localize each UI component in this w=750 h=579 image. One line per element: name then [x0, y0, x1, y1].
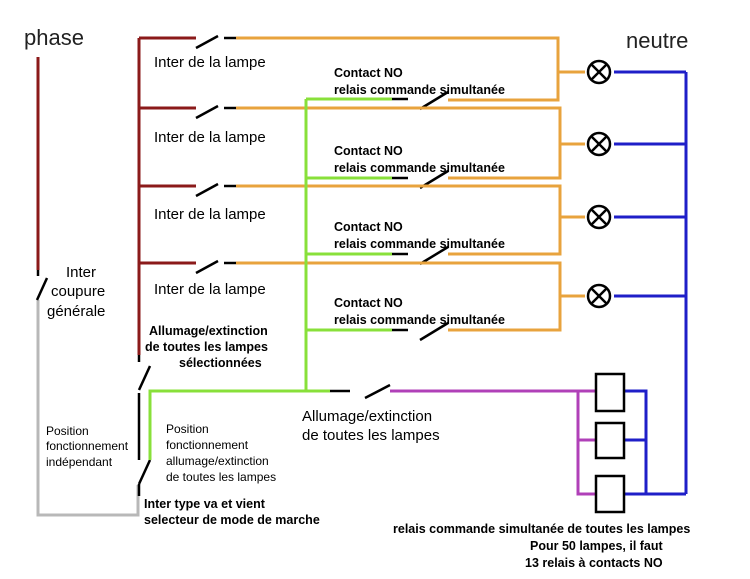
lamp-switch-label-4: Inter de la lampe [154, 281, 266, 298]
svg-text:sélectionnées: sélectionnées [179, 356, 262, 370]
svg-text:selecteur de mode de marche: selecteur de mode de marche [144, 513, 320, 527]
relay-wires [390, 389, 610, 496]
neutral-label: neutre [626, 28, 688, 53]
svg-text:fonctionnement: fonctionnement [166, 438, 249, 452]
svg-text:de toutes les lampes: de toutes les lampes [145, 340, 268, 354]
lamp-switch-label-3: Inter de la lampe [154, 206, 266, 223]
svg-text:fonctionnement: fonctionnement [46, 439, 129, 453]
svg-text:relais commande simultanée: relais commande simultanée [334, 313, 505, 327]
svg-text:relais commande simultanée: relais commande simultanée [334, 237, 505, 251]
svg-text:Pour 50 lampes, il faut: Pour 50 lampes, il faut [530, 539, 664, 553]
lamp-switch-label-1: Inter de la lampe [154, 54, 266, 71]
svg-text:Contact NO: Contact NO [334, 296, 403, 310]
svg-text:relais commande simultanée de: relais commande simultanée de toutes les… [393, 522, 690, 536]
lamp-3 [586, 204, 612, 230]
lamp-4 [586, 283, 612, 309]
svg-text:générale: générale [47, 303, 105, 320]
phase-label: phase [24, 25, 84, 50]
contact-label-3: Contact NO relais commande simultanée [334, 220, 505, 251]
pos-simultaneous-label: Position fonctionnement allumage/extinct… [166, 422, 276, 484]
svg-text:allumage/extinction: allumage/extinction [166, 454, 269, 468]
svg-text:Inter: Inter [66, 264, 96, 281]
lamp-2 [586, 131, 612, 157]
svg-text:Position: Position [46, 424, 89, 438]
pos-independent-label: Position fonctionnement indépendant [46, 424, 129, 469]
svg-text:Allumage/extinction: Allumage/extinction [149, 324, 268, 338]
svg-text:de toutes les lampes: de toutes les lampes [166, 470, 276, 484]
relay-coil-2 [594, 421, 626, 460]
lamp-switch-label-2: Inter de la lampe [154, 129, 266, 146]
selector-label: Inter type va et vient selecteur de mode… [144, 497, 320, 527]
gray-return-wire [36, 300, 140, 517]
contact-label-2: Contact NO relais commande simultanée [334, 144, 505, 175]
svg-text:Position: Position [166, 422, 209, 436]
contact-label-1: Contact NO relais commande simultanée [334, 66, 505, 97]
green-wires [148, 97, 392, 460]
phase-wires [36, 36, 196, 355]
lamp-1 [586, 59, 612, 85]
svg-text:Contact NO: Contact NO [334, 220, 403, 234]
svg-text:relais commande simultanée: relais commande simultanée [334, 161, 505, 175]
svg-text:relais commande simultanée: relais commande simultanée [334, 83, 505, 97]
svg-text:Contact NO: Contact NO [334, 66, 403, 80]
relay-coil-3 [594, 474, 626, 514]
lamp-wires [236, 36, 585, 332]
switch-symbols [35, 34, 449, 496]
svg-text:Allumage/extinction: Allumage/extinction [302, 408, 432, 425]
svg-text:indépendant: indépendant [46, 455, 113, 469]
svg-text:coupure: coupure [51, 283, 105, 300]
relay-note: relais commande simultanée de toutes les… [393, 522, 690, 570]
svg-text:de toutes les lampes: de toutes les lampes [302, 427, 440, 444]
selected-on-off-label: Allumage/extinction de toutes les lampes… [145, 324, 268, 370]
all-on-off-label: Allumage/extinction de toutes les lampes [302, 408, 440, 444]
svg-text:Contact NO: Contact NO [334, 144, 403, 158]
main-switch-label: Inter coupure générale [47, 264, 105, 320]
contact-label-4: Contact NO relais commande simultanée [334, 296, 505, 327]
relay-coil-1 [594, 372, 626, 413]
neutral-wires [614, 70, 688, 496]
svg-text:Inter type va et vient: Inter type va et vient [144, 497, 266, 511]
svg-text:13 relais à contacts NO: 13 relais à contacts NO [525, 556, 663, 570]
